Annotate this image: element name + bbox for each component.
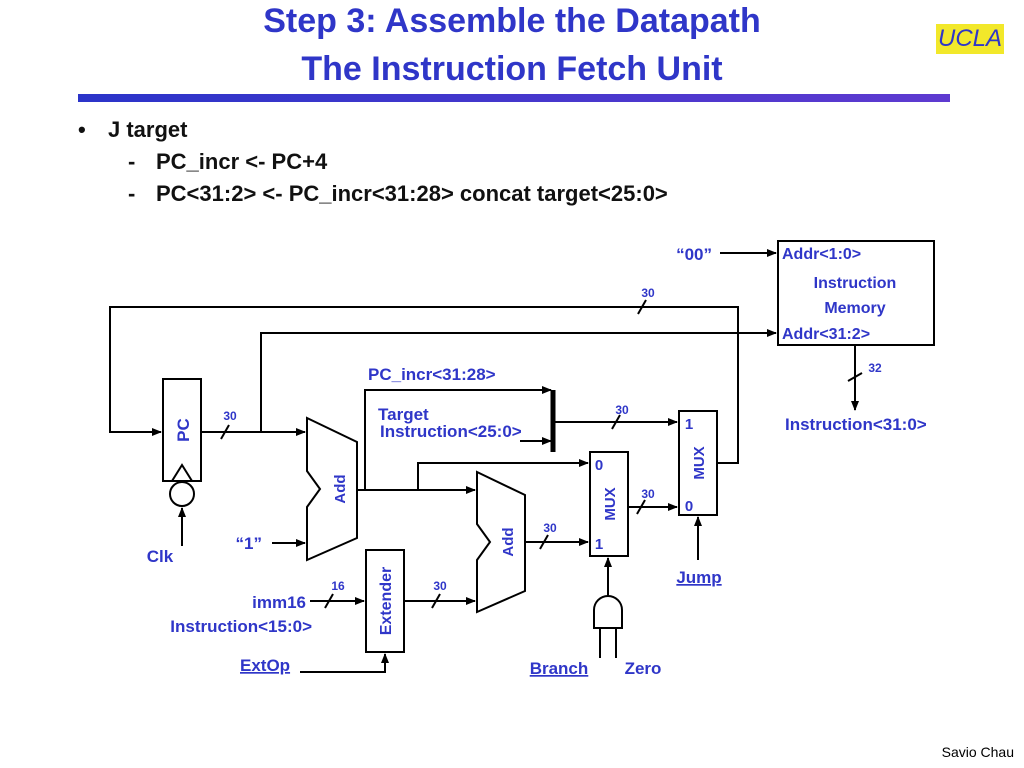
ucla-logo: UCLA [936, 24, 1004, 54]
mux-branch [589, 451, 629, 557]
bus-slash [539, 534, 549, 550]
zero-label: Zero [625, 659, 662, 678]
width-label: 30 [615, 403, 629, 417]
add1-label: Add [332, 474, 349, 503]
mux-branch-in0: 0 [595, 457, 603, 474]
instr-25-0-label: Instruction<25:0> [380, 422, 522, 441]
width-label: 32 [868, 361, 882, 375]
bus-slash [637, 299, 647, 315]
bullet-sub-1-text: PC_incr <- PC+4 [156, 149, 328, 174]
wire-incr-to-mux0 [417, 459, 589, 490]
mux-jump-in0: 0 [685, 498, 693, 515]
adder-2 [476, 470, 526, 614]
bullet-dash: - [128, 181, 136, 206]
bus-slash [611, 414, 621, 430]
wire-pc-incr-hi [364, 386, 552, 490]
mux-branch-in1: 1 [595, 536, 603, 553]
bullet-sub-2: -PC<31:2> <- PC_incr<31:28> concat targe… [78, 178, 668, 210]
bus-slash [220, 424, 230, 440]
bullet-main-text: J target [108, 117, 188, 142]
jump-label: Jump [676, 568, 721, 587]
const-00-label: “00” [676, 245, 712, 264]
adder-1 [306, 416, 358, 562]
and-gate [593, 595, 623, 629]
extop-label: ExtOp [240, 656, 290, 675]
bullet-sub-1: -PC_incr <- PC+4 [78, 146, 668, 178]
width-label: 16 [331, 579, 345, 593]
imem-line2: Memory [824, 300, 885, 317]
mux-jump [678, 410, 718, 516]
target-label: Target [378, 405, 429, 424]
const-1-label: “1” [236, 534, 262, 553]
wire-extop [300, 653, 389, 673]
pc-label: PC [174, 418, 193, 442]
bus-slash [324, 593, 334, 609]
width-label: 30 [433, 579, 447, 593]
mux-jump-label: MUX [691, 446, 708, 479]
bus-slash [636, 499, 646, 515]
instr-15-0-label: Instruction<15:0> [170, 617, 312, 636]
bus-slash [431, 593, 441, 609]
instruction-memory [777, 240, 935, 346]
width-label: 30 [223, 409, 237, 423]
wire-pc-to-imem [260, 329, 777, 432]
bullet-dot: • [78, 117, 86, 142]
slide-title-line1: Step 3: Assemble the Datapath [263, 2, 761, 40]
addr-high-label: Addr<31:2> [782, 326, 870, 343]
mux-branch-label: MUX [602, 487, 619, 520]
bus-slash [847, 372, 863, 382]
width-label: 30 [543, 521, 557, 535]
clk-label: Clk [147, 547, 174, 566]
width-label: 30 [641, 487, 655, 501]
bullet-list: • J target -PC_incr <- PC+4 -PC<31:2> <- … [78, 114, 668, 210]
slide-title-line2: The Instruction Fetch Unit [301, 50, 723, 88]
bullet-main: • J target [78, 114, 668, 146]
wire-feedback-mux-to-pc [109, 306, 739, 464]
imem-line1: Instruction [814, 275, 897, 292]
author-credit: Savio Chau [941, 744, 1014, 760]
bullet-dash: - [128, 149, 136, 174]
branch-label: Branch [530, 659, 589, 678]
title-divider [78, 94, 950, 102]
extender-block [365, 549, 405, 653]
addr-low-label: Addr<1:0> [782, 246, 861, 263]
clock-bubble [169, 481, 195, 507]
instr-31-0-label: Instruction<31:0> [785, 415, 927, 434]
pc-incr-hi-label: PC_incr<31:28> [368, 365, 496, 384]
mux-jump-in1: 1 [685, 416, 693, 433]
extender-label: Extender [378, 567, 395, 635]
imm16-label: imm16 [252, 593, 306, 612]
bullet-sub-2-text: PC<31:2> <- PC_incr<31:28> concat target… [156, 181, 668, 206]
width-label: 30 [641, 286, 655, 300]
add2-label: Add [500, 527, 517, 556]
